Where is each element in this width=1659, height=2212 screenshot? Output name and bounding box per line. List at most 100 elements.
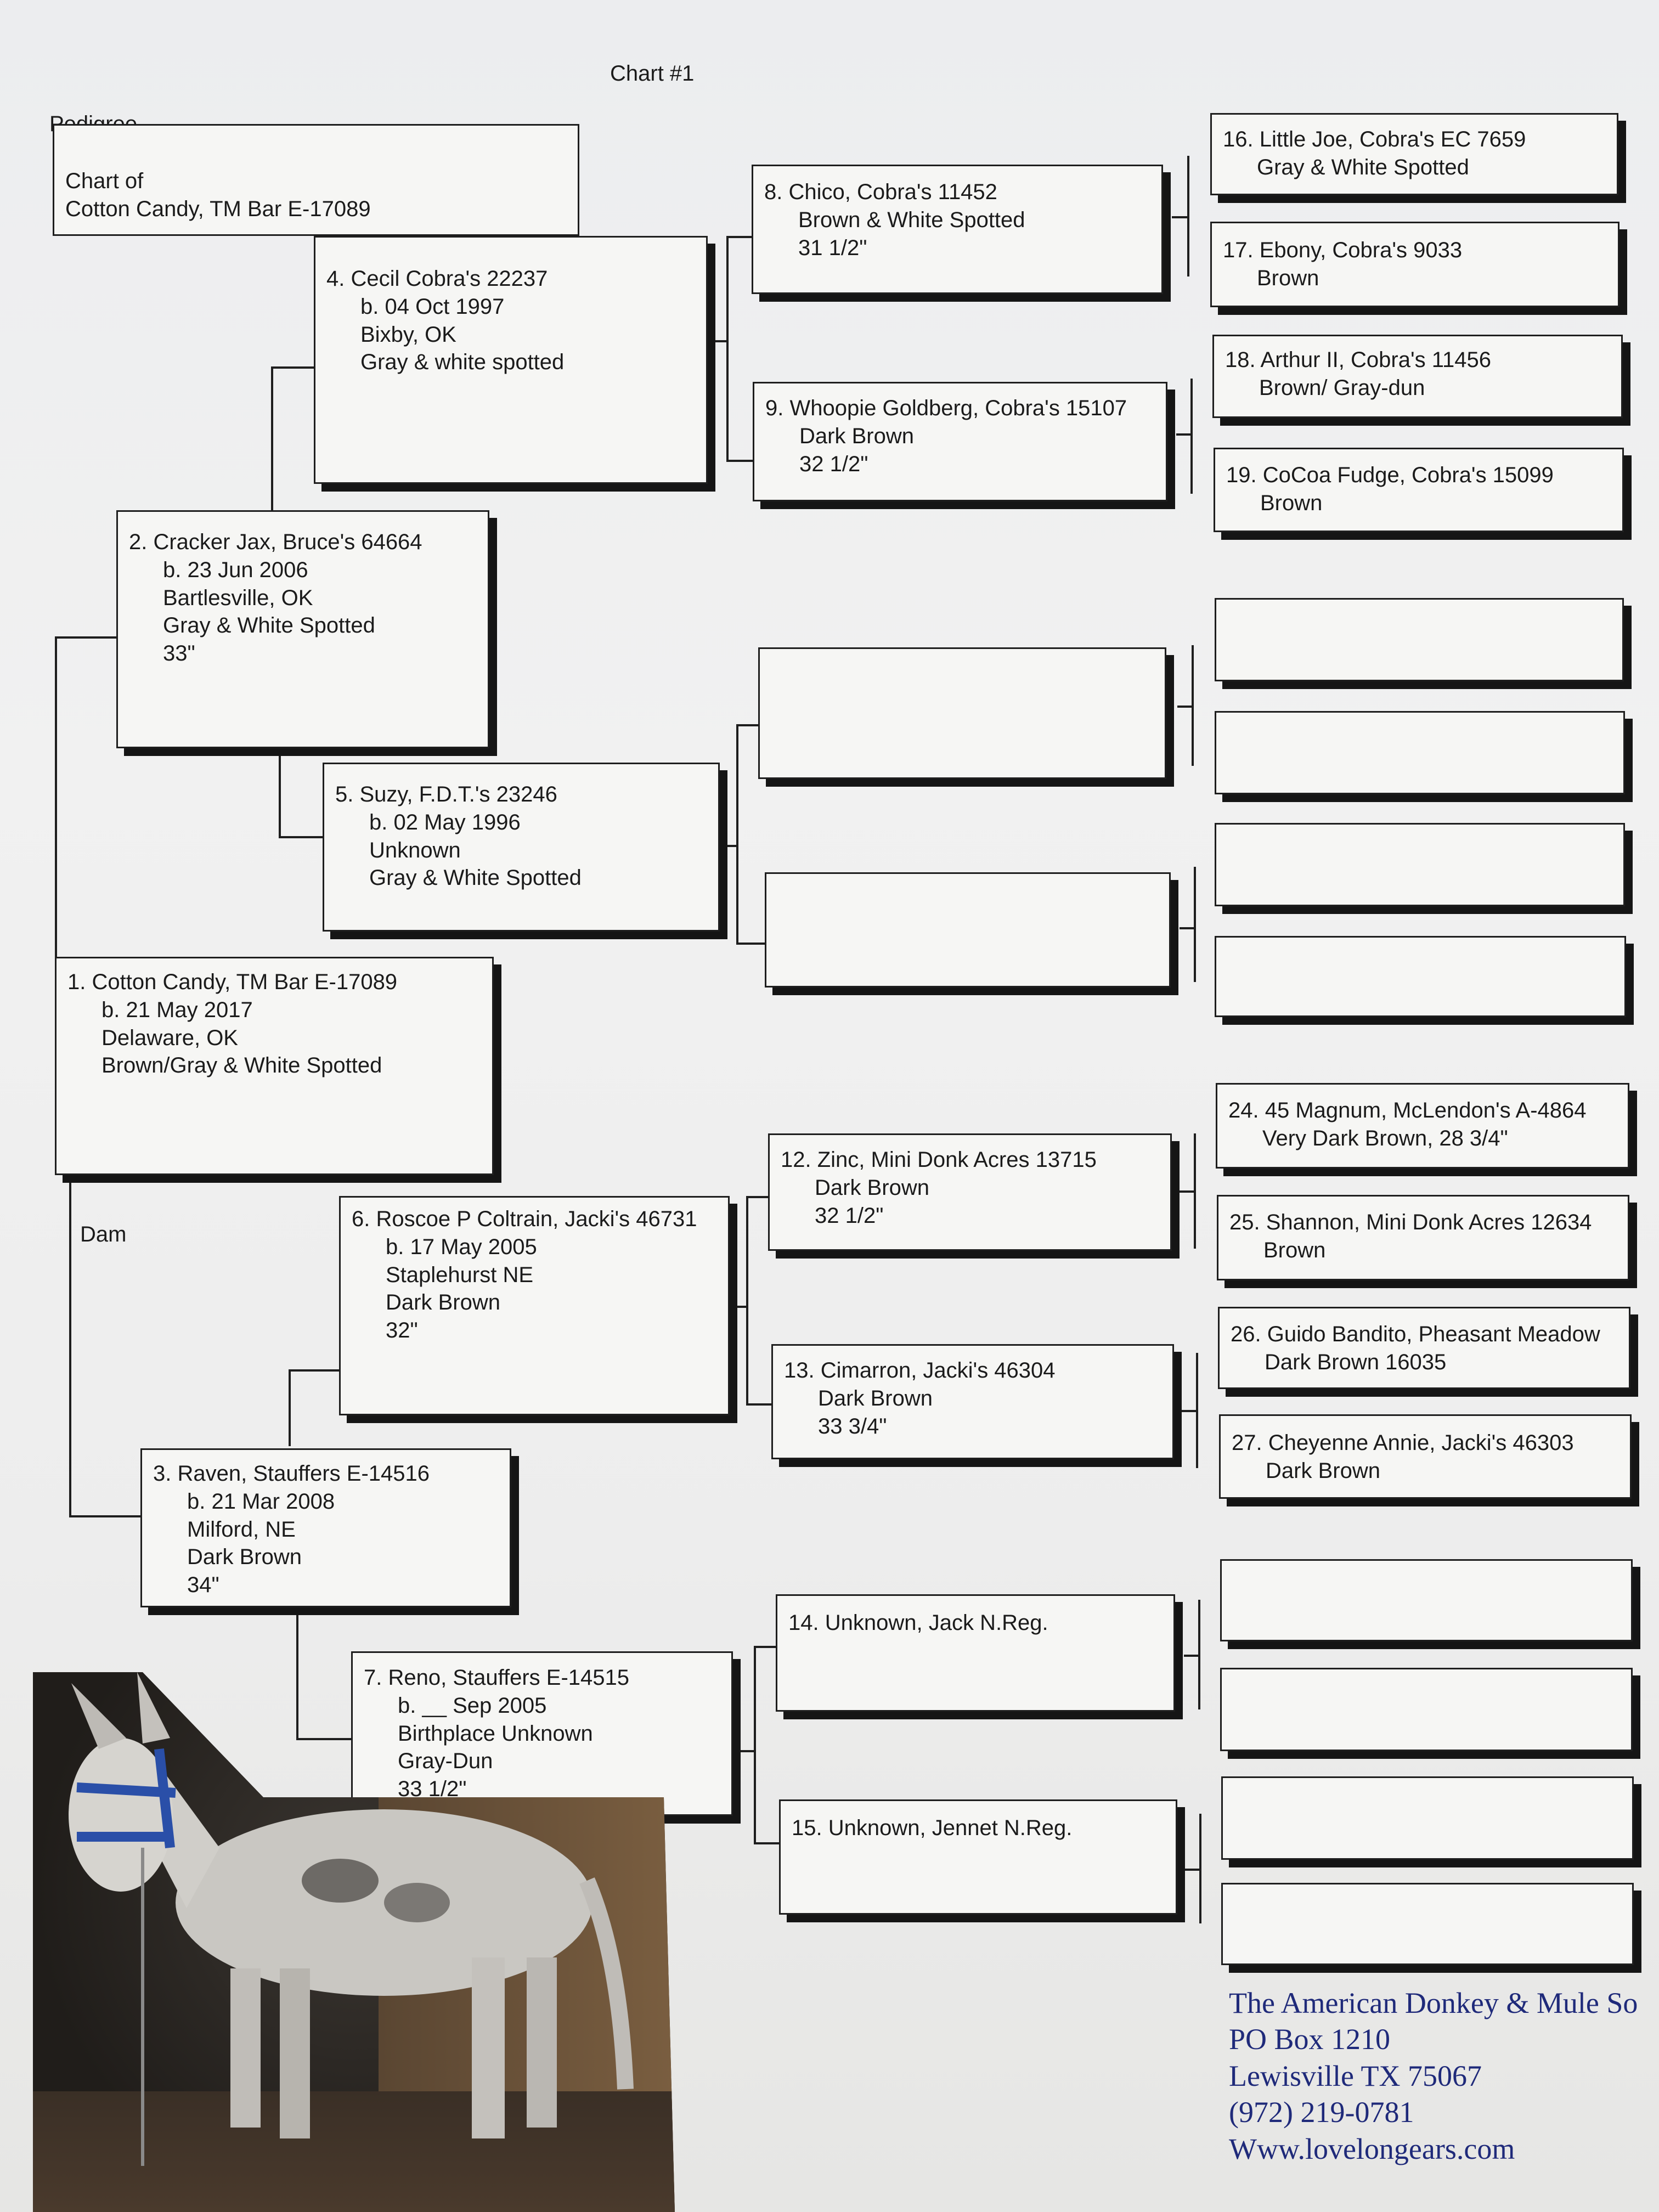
- connector: [1199, 1814, 1201, 1923]
- society-website[interactable]: Www.lovelongears.com: [1229, 2132, 1515, 2165]
- pedigree-box-28: [1220, 1559, 1633, 1641]
- connector: [736, 943, 765, 945]
- animal-name: 17. Ebony, Cobra's 9033: [1223, 238, 1463, 262]
- pedigree-box-26: 26. Guido Bandito, Pheasant Meadow Dark …: [1218, 1307, 1630, 1389]
- pedigree-box-6: 6. Roscoe P Coltrain, Jacki's 46731 b. 1…: [339, 1196, 730, 1415]
- animal-name: 27. Cheyenne Annie, Jacki's 46303: [1232, 1431, 1574, 1455]
- animal-color: Brown: [1260, 490, 1323, 515]
- animal-name: 12. Zinc, Mini Donk Acres 13715: [781, 1148, 1097, 1172]
- connector: [730, 1306, 746, 1308]
- pedigree-box-18: 18. Arthur II, Cobra's 11456 Brown/ Gray…: [1212, 335, 1623, 418]
- connector: [708, 340, 726, 342]
- connector: [289, 1369, 339, 1372]
- connector: [1192, 645, 1194, 766]
- donkey-ear: [71, 1683, 126, 1749]
- animal-color: Gray-Dun: [398, 1749, 493, 1774]
- animal-birthplace: Birthplace Unknown: [398, 1721, 593, 1746]
- animal-color: Gray & white spotted: [360, 350, 565, 375]
- connector: [1185, 1869, 1199, 1871]
- pedigree-box-17: 17. Ebony, Cobra's 9033 Brown: [1210, 222, 1620, 307]
- connector: [720, 845, 736, 847]
- pedigree-box-14: 14. Unknown, Jack N.Reg.: [776, 1594, 1175, 1712]
- animal-name: 8. Chico, Cobra's 11452: [764, 180, 997, 204]
- pedigree-box-13: 13. Cimarron, Jacki's 46304 Dark Brown 3…: [771, 1344, 1174, 1459]
- donkey-leg: [230, 1968, 261, 2128]
- animal-color: Brown: [1263, 1238, 1326, 1262]
- animal-color: Gray & White Spotted: [369, 866, 582, 890]
- pedigree-box-27: 27. Cheyenne Annie, Jacki's 46303 Dark B…: [1219, 1414, 1632, 1499]
- connector: [736, 724, 758, 726]
- pedigree-box-24: 24. 45 Magnum, McLendon's A-4864 Very Da…: [1216, 1083, 1629, 1169]
- pedigree-box-7: 7. Reno, Stauffers E-14515 b. __ Sep 200…: [351, 1651, 733, 1816]
- halter: [76, 1748, 176, 1848]
- animal-name: 5. Suzy, F.D.T.'s 23246: [335, 782, 557, 806]
- title-box: Chart of Cotton Candy, TM Bar E-17089: [53, 124, 579, 236]
- donkey-leg: [280, 1968, 310, 2138]
- animal-name: 18. Arthur II, Cobra's 11456: [1225, 348, 1491, 372]
- animal-name: 25. Shannon, Mini Donk Acres 12634: [1229, 1210, 1592, 1234]
- animal-height: 32": [386, 1318, 418, 1343]
- animal-birthplace: Staplehurst NE: [386, 1262, 534, 1287]
- donkey-spot: [302, 1859, 379, 1903]
- animal-color: Dark Brown: [799, 424, 914, 448]
- animal-height: 33 3/4": [818, 1414, 887, 1438]
- animal-height: 34": [187, 1573, 219, 1598]
- connector: [1172, 216, 1187, 218]
- pedigree-box-29: [1220, 1668, 1633, 1751]
- connector: [1180, 1190, 1194, 1193]
- animal-name: 6. Roscoe P Coltrain, Jacki's 46731: [352, 1207, 697, 1231]
- animal-color: Dark Brown: [815, 1175, 929, 1200]
- animal-birth: b. __ Sep 2005: [398, 1693, 547, 1718]
- pedigree-box-2: 2. Cracker Jax, Bruce's 64664 b. 23 Jun …: [116, 510, 489, 748]
- connector: [1187, 156, 1189, 276]
- society-city: Lewisville TX 75067: [1229, 2059, 1482, 2092]
- pedigree-box-4: 4. Cecil Cobra's 22237 b. 04 Oct 1997 Bi…: [314, 236, 708, 484]
- pedigree-box-20: [1215, 598, 1624, 681]
- chart-number: Chart #1: [610, 61, 695, 86]
- connector: [1176, 433, 1190, 436]
- pedigree-box-5: 5. Suzy, F.D.T.'s 23246 b. 02 May 1996 U…: [323, 763, 720, 932]
- title-line-1: Chart of: [65, 169, 144, 193]
- connector: [55, 636, 57, 966]
- donkey-photo: [33, 1672, 675, 2212]
- animal-name: 26. Guido Bandito, Pheasant Meadow: [1231, 1322, 1600, 1346]
- pedigree-box-11: [765, 872, 1171, 988]
- animal-color: Brown: [1257, 266, 1319, 290]
- connector: [726, 236, 752, 238]
- pedigree-box-25: 25. Shannon, Mini Donk Acres 12634 Brown: [1217, 1195, 1629, 1280]
- animal-height: 32 1/2": [815, 1203, 884, 1228]
- animal-birthplace: Delaware, OK: [101, 1025, 238, 1050]
- connector: [733, 1750, 754, 1752]
- connector: [1196, 1353, 1198, 1468]
- donkey-leg: [527, 1957, 557, 2128]
- connector: [1177, 706, 1192, 708]
- connector: [1198, 1600, 1200, 1709]
- animal-birthplace: Bixby, OK: [360, 322, 456, 347]
- animal-color: Brown/Gray & White Spotted: [101, 1053, 382, 1078]
- animal-height: 31 1/2": [798, 235, 867, 260]
- pedigree-box-10: [758, 647, 1166, 779]
- connector: [754, 1646, 776, 1648]
- animal-name: 1. Cotton Candy, TM Bar E-17089: [67, 970, 398, 994]
- animal-name: 16. Little Joe, Cobra's EC 7659: [1223, 127, 1526, 151]
- connector: [736, 724, 738, 944]
- connector: [296, 1607, 298, 1739]
- donkey-tail: [579, 1877, 634, 2090]
- animal-color: Dark Brown: [818, 1386, 933, 1410]
- animal-name: 19. CoCoa Fudge, Cobra's 15099: [1226, 463, 1554, 487]
- pedigree-box-16: 16. Little Joe, Cobra's EC 7659 Gray & W…: [1210, 113, 1618, 195]
- pedigree-box-19: 19. CoCoa Fudge, Cobra's 15099 Brown: [1214, 448, 1624, 532]
- donkey-ear: [137, 1672, 170, 1743]
- animal-name: 14. Unknown, Jack N.Reg.: [788, 1611, 1048, 1635]
- animal-birth: b. 21 May 2017: [101, 997, 253, 1022]
- animal-color: Gray & White Spotted: [163, 613, 375, 638]
- animal-name: 15. Unknown, Jennet N.Reg.: [792, 1816, 1073, 1840]
- animal-color: Dark Brown: [187, 1545, 302, 1570]
- connector: [1194, 1133, 1196, 1249]
- connector: [279, 836, 323, 838]
- connector: [746, 1196, 748, 1404]
- connector: [1180, 927, 1194, 929]
- animal-birth: b. 21 Mar 2008: [187, 1489, 335, 1514]
- animal-color: Brown/ Gray-dun: [1259, 375, 1425, 400]
- animal-birth: b. 17 May 2005: [386, 1234, 537, 1259]
